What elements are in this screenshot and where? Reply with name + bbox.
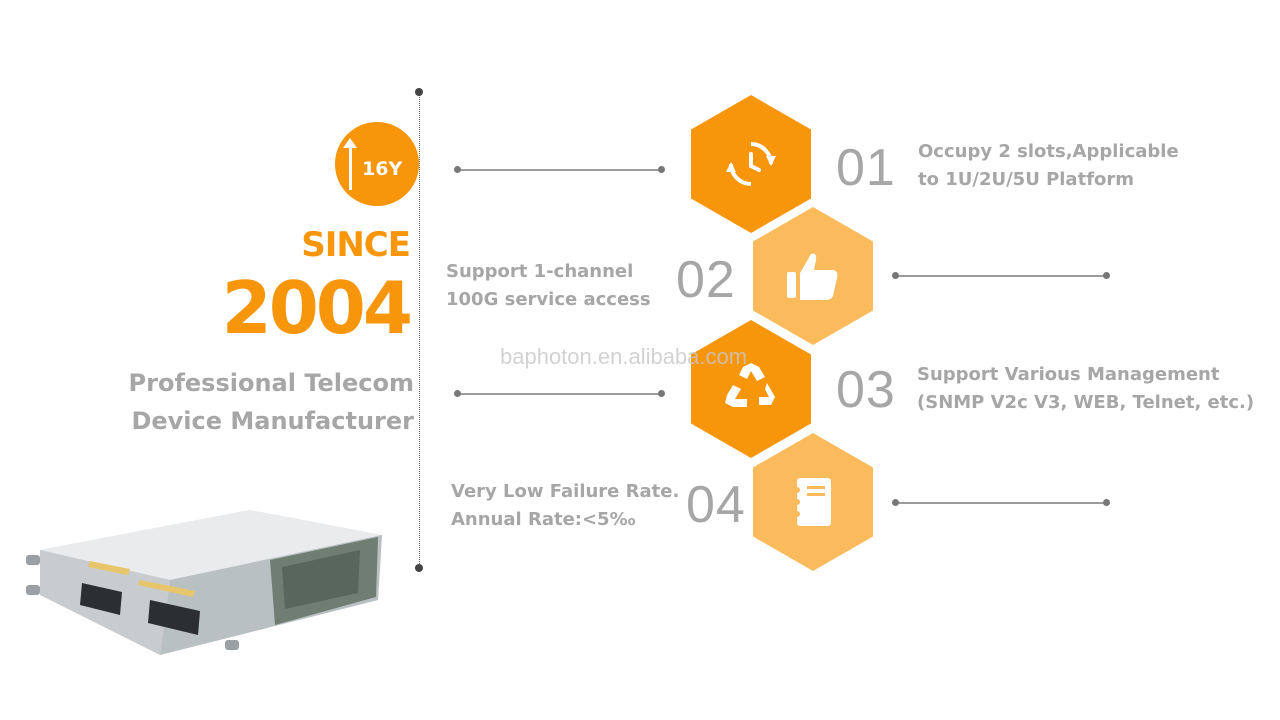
feature-3-text: Support Various Management (SNMP V2c V3,… bbox=[917, 361, 1254, 417]
feature-1-number: 01 bbox=[836, 139, 896, 197]
vertical-divider bbox=[419, 92, 420, 568]
feature-3-line-1: Support Various Management bbox=[917, 364, 1220, 385]
connector-1-dot-end bbox=[658, 166, 665, 173]
feature-1-line-2: to 1U/2U/5U Platform bbox=[918, 169, 1135, 190]
watermark: baphoton.en.alibaba.com bbox=[500, 344, 748, 369]
divider-top-dot bbox=[415, 88, 423, 96]
years-badge-text: 16Y bbox=[362, 158, 403, 180]
feature-3-number: 03 bbox=[836, 361, 896, 419]
connector-1-dot-start bbox=[454, 166, 461, 173]
feature-2-line-1: Support 1-channel bbox=[446, 261, 634, 282]
connector-2-dot-start bbox=[892, 272, 899, 279]
feature-1-hexagon bbox=[691, 95, 811, 233]
company-tagline: Professional Telecom Device Manufacturer bbox=[110, 364, 414, 440]
feature-2-hexagon bbox=[753, 207, 873, 345]
recycle-icon bbox=[725, 363, 775, 407]
up-arrow-head bbox=[343, 138, 357, 148]
connector-4 bbox=[896, 502, 1107, 504]
feature-1-line-1: Occupy 2 slots,Applicable bbox=[918, 141, 1179, 162]
up-arrow-icon bbox=[349, 144, 352, 190]
feature-4-number: 04 bbox=[686, 476, 746, 534]
tagline-line-2: Device Manufacturer bbox=[131, 407, 414, 435]
connector-2-dot-end bbox=[1103, 272, 1110, 279]
feature-4-hexagon bbox=[753, 433, 873, 571]
connector-3-dot-end bbox=[658, 390, 665, 397]
feature-4-line-2: Annual Rate:<5‰ bbox=[451, 509, 636, 530]
feature-4-text: Very Low Failure Rate. Annual Rate:<5‰ bbox=[451, 478, 679, 534]
device-line-card-image bbox=[26, 510, 382, 655]
connector-4-dot-start bbox=[892, 499, 899, 506]
connector-4-dot-end bbox=[1103, 499, 1110, 506]
divider-bottom-dot bbox=[415, 564, 423, 572]
feature-1-text: Occupy 2 slots,Applicable to 1U/2U/5U Pl… bbox=[918, 138, 1179, 194]
feature-2-text: Support 1-channel 100G service access bbox=[446, 258, 651, 314]
feature-2-line-2: 100G service access bbox=[446, 289, 651, 310]
connector-2 bbox=[896, 275, 1107, 277]
feature-3-line-2: (SNMP V2c V3, WEB, Telnet, etc.) bbox=[917, 392, 1255, 413]
notebook-icon bbox=[794, 478, 831, 526]
founding-year: 2004 bbox=[221, 266, 413, 350]
connector-3 bbox=[458, 393, 662, 395]
sync-clock-icon bbox=[726, 142, 776, 186]
feature-4-line-1: Very Low Failure Rate. bbox=[451, 481, 680, 502]
thumbs-up-icon bbox=[787, 253, 838, 300]
feature-2-number: 02 bbox=[676, 251, 736, 309]
since-label: SINCE bbox=[301, 225, 411, 265]
connector-1 bbox=[458, 169, 662, 171]
connector-3-dot-start bbox=[454, 390, 461, 397]
feature-3-hexagon bbox=[691, 320, 811, 458]
tagline-line-1: Professional Telecom bbox=[128, 369, 414, 397]
